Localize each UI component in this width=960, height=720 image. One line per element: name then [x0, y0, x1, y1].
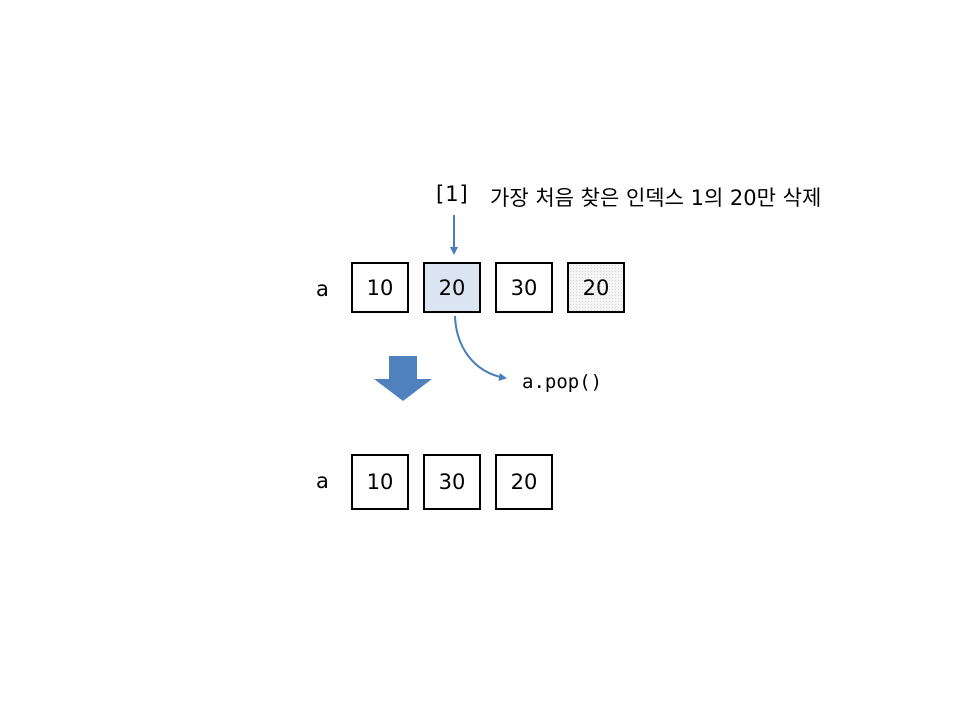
before-cell-3: 20 [567, 262, 625, 313]
pop-curved-arrow [454, 315, 507, 381]
big-down-arrow [374, 356, 432, 401]
before-cell-1-highlighted: 20 [423, 262, 481, 313]
after-var-label: a [316, 469, 329, 493]
index-label: [1] [436, 182, 469, 206]
caption: 가장 처음 찾은 인덱스 1의 20만 삭제 [490, 186, 822, 210]
before-cell-0: 10 [351, 262, 409, 313]
method-call: a.pop() [522, 371, 603, 393]
after-cell-0: 10 [351, 454, 409, 510]
after-cell-1: 30 [423, 454, 481, 510]
before-var-label: a [316, 277, 329, 301]
after-cell-2: 20 [495, 454, 553, 510]
before-cell-2: 30 [495, 262, 553, 313]
